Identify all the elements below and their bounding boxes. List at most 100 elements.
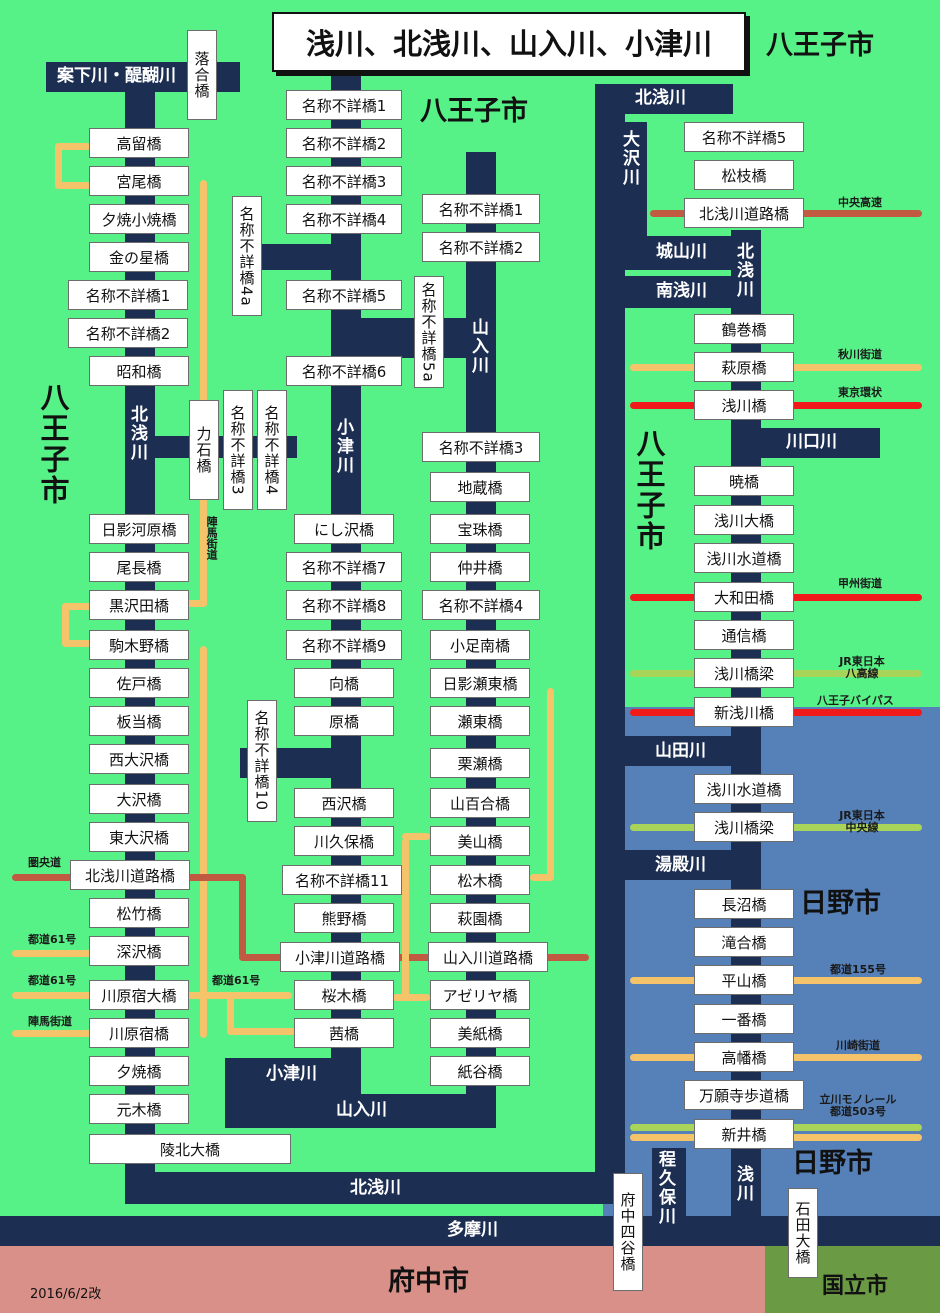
bridge-tsushin[interactable]: 通信橋 bbox=[694, 620, 794, 650]
bridge-ozu-fumei-1[interactable]: 名称不詳橋1 bbox=[286, 90, 402, 120]
bridge-sakuragi[interactable]: 桜木橋 bbox=[294, 980, 394, 1010]
bridge-takahata[interactable]: 高幡橋 bbox=[694, 1042, 794, 1072]
bridge-motoki[interactable]: 元木橋 bbox=[89, 1094, 189, 1124]
bridge-yamairi-fumei-4[interactable]: 名称不詳橋4 bbox=[422, 590, 540, 620]
city-hachioji-right: 八王子市 bbox=[632, 428, 666, 552]
bridge-fukasawa[interactable]: 深沢橋 bbox=[89, 936, 189, 966]
bridge-asakawa-kyoryo[interactable]: 浅川橋梁 bbox=[694, 658, 794, 688]
bridge-azeriya[interactable]: アゼリヤ橋 bbox=[430, 980, 530, 1010]
bridge-yamairi-fumei-5a[interactable]: 名称不詳橋5a bbox=[414, 276, 444, 388]
bridge-muko[interactable]: 向橋 bbox=[294, 668, 394, 698]
bridge-arai[interactable]: 新井橋 bbox=[694, 1119, 794, 1149]
bridge-ichiban[interactable]: 一番橋 bbox=[694, 1004, 794, 1034]
bridge-hagizono[interactable]: 萩園橋 bbox=[430, 903, 530, 933]
bridge-left-fumei-2[interactable]: 名称不詳橋2 bbox=[68, 318, 188, 348]
bridge-asakawa-kyoryo-2[interactable]: 浅川橋梁 bbox=[694, 812, 794, 842]
bridge-hoju[interactable]: 宝珠橋 bbox=[430, 514, 530, 544]
bridge-higashiosawa[interactable]: 東大沢橋 bbox=[89, 822, 189, 852]
bridge-rikiishi[interactable]: 力石橋 bbox=[189, 400, 219, 500]
bridge-yamayuri[interactable]: 山百合橋 bbox=[430, 788, 530, 818]
bridge-kamiya[interactable]: 紙谷橋 bbox=[430, 1056, 530, 1086]
bridge-kumano[interactable]: 熊野橋 bbox=[294, 903, 394, 933]
bridge-kurosawada[interactable]: 黒沢田橋 bbox=[89, 590, 189, 620]
bridge-takiai[interactable]: 滝合橋 bbox=[694, 927, 794, 957]
bridge-left-fumei-1[interactable]: 名称不詳橋1 bbox=[68, 280, 188, 310]
bridge-nishiosawa[interactable]: 西大沢橋 bbox=[89, 744, 189, 774]
bridge-shin-asakawa[interactable]: 新浅川橋 bbox=[694, 697, 794, 727]
road-label-todo61-c: 都道61号 bbox=[212, 974, 261, 987]
bridge-itato[interactable]: 板当橋 bbox=[89, 706, 189, 736]
bridge-ozu-fumei-11[interactable]: 名称不詳橋11 bbox=[282, 865, 402, 895]
bridge-kawarajuku[interactable]: 川原宿橋 bbox=[89, 1018, 189, 1048]
bridge-ozu-fumei-2[interactable]: 名称不詳橋2 bbox=[286, 128, 402, 158]
bridge-yuyake-koyake[interactable]: 夕焼小焼橋 bbox=[89, 204, 189, 234]
bridge-osawa[interactable]: 大沢橋 bbox=[89, 784, 189, 814]
bridge-nishisawa[interactable]: にし沢橋 bbox=[294, 514, 394, 544]
bridge-showa[interactable]: 昭和橋 bbox=[89, 356, 189, 386]
bridge-kurise[interactable]: 栗瀬橋 bbox=[430, 748, 530, 778]
bridge-ozu-fumei-4[interactable]: 名称不詳橋4 bbox=[286, 204, 402, 234]
bridge-kitaasa-doro-right[interactable]: 北浅川道路橋 bbox=[684, 198, 804, 228]
bridge-ryohoku-o[interactable]: 陵北大橋 bbox=[89, 1134, 291, 1164]
bridge-right-fumei-5[interactable]: 名称不詳橋5 bbox=[684, 122, 804, 152]
bridge-manganji[interactable]: 万願寺歩道橋 bbox=[684, 1080, 804, 1110]
bridge-hara[interactable]: 原橋 bbox=[294, 706, 394, 736]
bridge-sado[interactable]: 佐戸橋 bbox=[89, 668, 189, 698]
bridge-komakino[interactable]: 駒木野橋 bbox=[89, 630, 189, 660]
bridge-ocho[interactable]: 尾長橋 bbox=[89, 552, 189, 582]
bridge-ozu-fumei-3[interactable]: 名称不詳橋3 bbox=[286, 166, 402, 196]
bridge-kawarajuku-o[interactable]: 川原宿大橋 bbox=[89, 980, 189, 1010]
bridge-akane[interactable]: 茜橋 bbox=[294, 1018, 394, 1048]
bridge-asakawa-o[interactable]: 浅川大橋 bbox=[694, 505, 794, 535]
bridge-yamairi-fumei-1[interactable]: 名称不詳橋1 bbox=[422, 194, 540, 224]
bridge-matsueda[interactable]: 松枝橋 bbox=[694, 160, 794, 190]
bridge-asakawa-suido-2[interactable]: 浅川水道橋 bbox=[694, 774, 794, 804]
bridge-hirayama[interactable]: 平山橋 bbox=[694, 965, 794, 995]
bridge-hagiwara[interactable]: 萩原橋 bbox=[694, 352, 794, 382]
ochiai-road-2 bbox=[55, 182, 91, 189]
bridge-nishizawa[interactable]: 西沢橋 bbox=[294, 788, 394, 818]
river-label-ozu: 小津川 bbox=[333, 418, 353, 475]
bridge-takatome[interactable]: 高留橋 bbox=[89, 128, 189, 158]
bridge-yamairi-doro[interactable]: 山入川道路橋 bbox=[428, 942, 548, 972]
bridge-ozu-doro[interactable]: 小津川道路橋 bbox=[280, 942, 400, 972]
road-label-monorail: 立川モノレール 都道503号 bbox=[819, 1093, 897, 1119]
bridge-fuchu-yotsuya[interactable]: 府中四谷橋 bbox=[613, 1173, 643, 1291]
bridge-matsutake[interactable]: 松竹橋 bbox=[89, 898, 189, 928]
bridge-jizo[interactable]: 地蔵橋 bbox=[430, 472, 530, 502]
yamairi-road-v bbox=[402, 838, 409, 998]
bridge-kitaasa-doro[interactable]: 北浅川道路橋 bbox=[70, 860, 190, 890]
bridge-koashiminami[interactable]: 小足南橋 bbox=[430, 630, 530, 660]
bridge-ochiai[interactable]: 落合橋 bbox=[187, 30, 217, 120]
bridge-miyao[interactable]: 宮尾橋 bbox=[89, 166, 189, 196]
bridge-kinnohoshi[interactable]: 金の星橋 bbox=[89, 242, 189, 272]
bridge-bishi[interactable]: 美紙橋 bbox=[430, 1018, 530, 1048]
bridge-ozu-fumei-6[interactable]: 名称不詳橋6 bbox=[286, 356, 402, 386]
bridge-naganuma[interactable]: 長沼橋 bbox=[694, 889, 794, 919]
bridge-ozu-fumei-10[interactable]: 名称不詳橋10 bbox=[247, 700, 277, 822]
bridge-miyama[interactable]: 美山橋 bbox=[430, 826, 530, 856]
bridge-hikage-kawara[interactable]: 日影河原橋 bbox=[89, 514, 189, 544]
bridge-akatsuki[interactable]: 暁橋 bbox=[694, 466, 794, 496]
bridge-asakawa-suido[interactable]: 浅川水道橋 bbox=[694, 543, 794, 573]
bridge-ozu-fumei-7[interactable]: 名称不詳橋7 bbox=[286, 552, 402, 582]
bridge-yamairi-fumei-2[interactable]: 名称不詳橋2 bbox=[422, 232, 540, 262]
bridge-nakai[interactable]: 仲井橋 bbox=[430, 552, 530, 582]
bridge-yamairi-fumei-3[interactable]: 名称不詳橋3 bbox=[422, 432, 540, 462]
bridge-yuyake[interactable]: 夕焼橋 bbox=[89, 1056, 189, 1086]
bridge-owada[interactable]: 大和田橋 bbox=[694, 582, 794, 612]
bridge-ozu-fumei-9[interactable]: 名称不詳橋9 bbox=[286, 630, 402, 660]
bridge-hikage-seto[interactable]: 日影瀬東橋 bbox=[430, 668, 530, 698]
bridge-matsuki[interactable]: 松木橋 bbox=[430, 865, 530, 895]
bridge-kitaasa-fumei-3[interactable]: 名称不詳橋3 bbox=[223, 390, 253, 510]
bridge-tsurumaki[interactable]: 鶴巻橋 bbox=[694, 314, 794, 344]
bridge-asakawa[interactable]: 浅川橋 bbox=[694, 390, 794, 420]
bridge-kawakubo[interactable]: 川久保橋 bbox=[294, 826, 394, 856]
bridge-kitaasa-fumei-4[interactable]: 名称不詳橋4 bbox=[257, 390, 287, 510]
bridge-seto[interactable]: 瀬東橋 bbox=[430, 706, 530, 736]
bridge-ozu-fumei-4a[interactable]: 名称不詳橋4a bbox=[232, 196, 262, 316]
bridge-ishida-o[interactable]: 石田大橋 bbox=[788, 1188, 818, 1278]
bridge-ozu-fumei-8[interactable]: 名称不詳橋8 bbox=[286, 590, 402, 620]
bridge-ozu-fumei-5[interactable]: 名称不詳橋5 bbox=[286, 280, 402, 310]
